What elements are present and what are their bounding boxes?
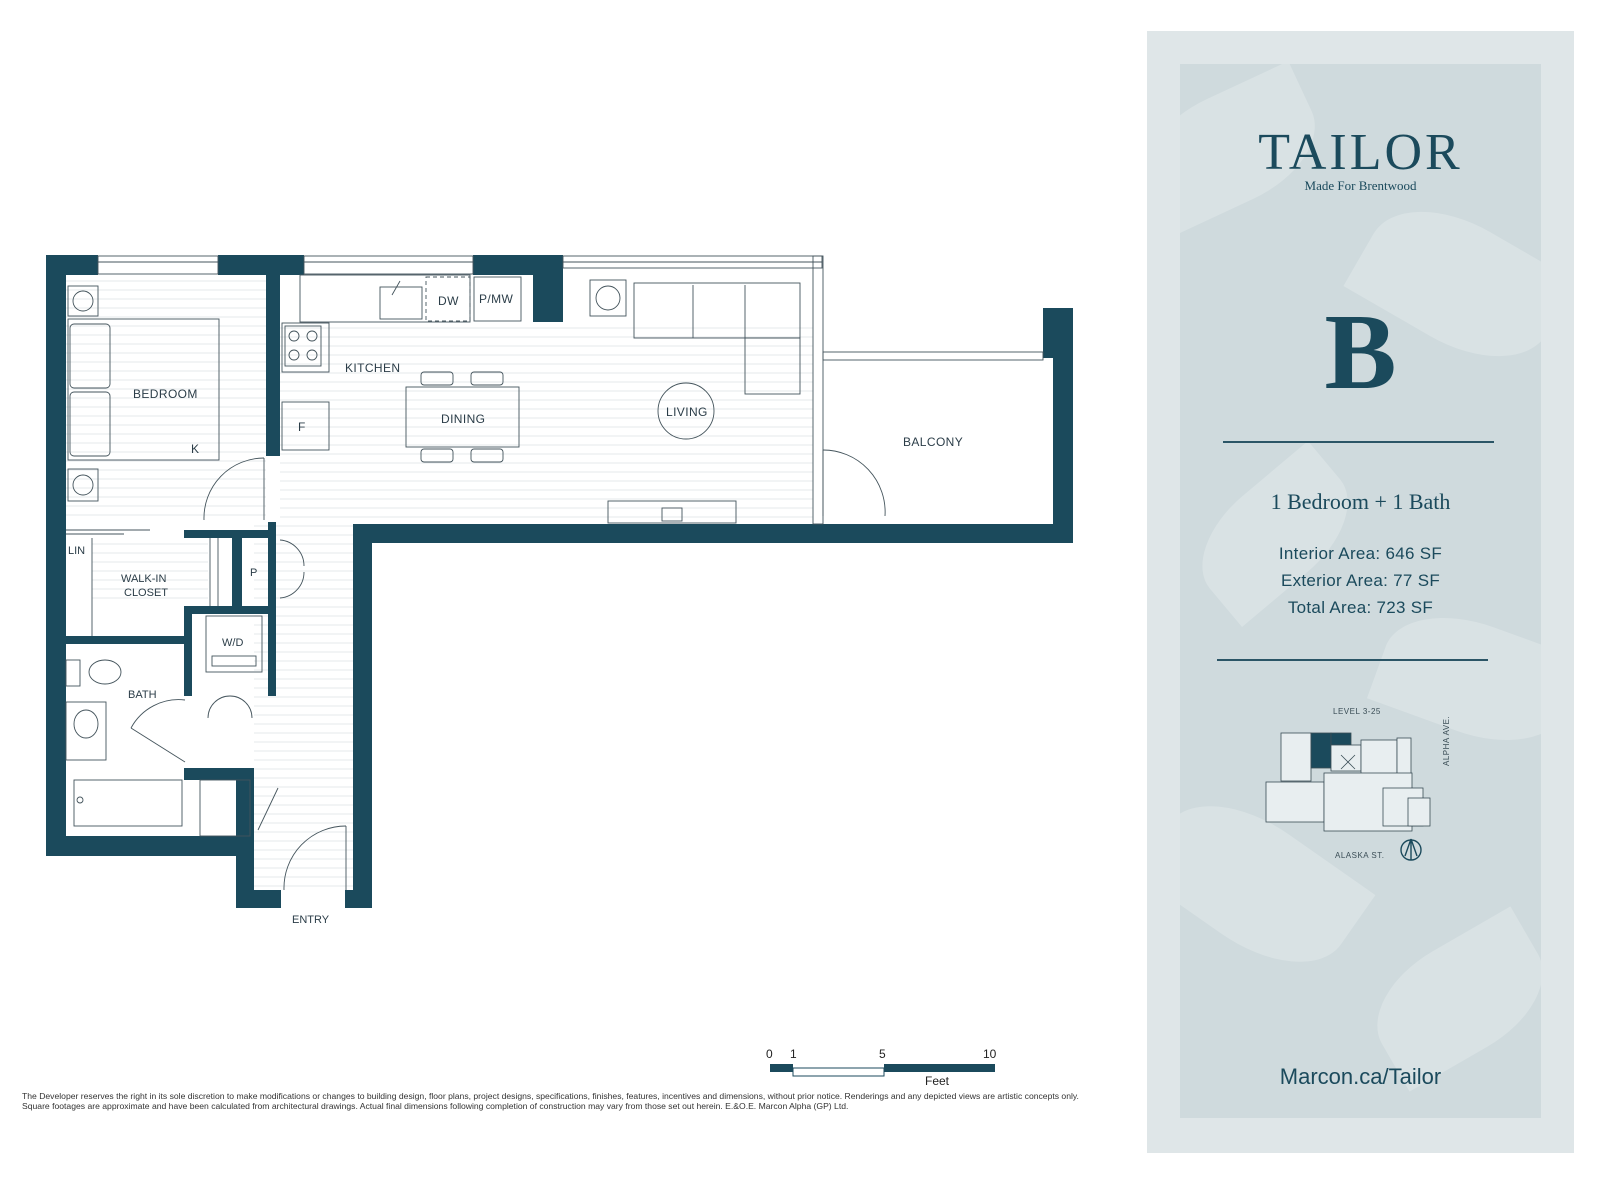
label-balcony: BALCONY [903, 435, 963, 449]
scale-bar [770, 1064, 995, 1077]
label-pantry: P [250, 567, 257, 579]
bedroom-furniture [67, 285, 220, 502]
wall-bedroom-kitchen [266, 275, 280, 456]
coffee-table [657, 382, 715, 440]
living-furniture [589, 279, 801, 524]
label-living: LIVING [666, 405, 708, 419]
label-bedroom: BEDROOM [133, 387, 198, 401]
key-plan [1265, 732, 1431, 832]
street-east: ALPHA AVE. [1442, 715, 1451, 766]
bed [67, 318, 220, 461]
wall-west [46, 255, 66, 855]
website-link[interactable]: Marcon.ca/Tailor [1279, 1064, 1442, 1089]
dining-furniture [405, 371, 520, 463]
unit-type: 1 Bedroom + 1 Bath [1270, 489, 1451, 514]
keyplan-level: LEVEL 3-25 [1333, 707, 1381, 716]
wall-north-a [46, 255, 98, 275]
wall-entry-west [236, 770, 254, 908]
label-dining: DINING [441, 412, 485, 426]
fridge [281, 401, 330, 451]
floor-hatching [66, 280, 813, 887]
brand-tagline: Made For Brentwood [1304, 178, 1417, 193]
divider-top [1223, 441, 1494, 443]
room-labels: BEDROOM K KITCHEN DW P/MW F DINING LIVIN… [68, 292, 963, 926]
wall-bath-top [66, 636, 186, 644]
wall-north-b [218, 255, 304, 275]
floor-plan: BEDROOM K KITCHEN DW P/MW F DINING LIVIN… [46, 255, 1073, 1077]
doors [130, 449, 886, 891]
wall-balcony-corner [1043, 308, 1073, 358]
wall-wd-left [184, 606, 192, 696]
wall-wd-right [268, 606, 276, 696]
wall-closet-top [184, 530, 276, 538]
scale-tick-10: 10 [983, 1047, 997, 1061]
brand-title: TAILOR [1258, 124, 1463, 181]
bathtub [73, 779, 183, 827]
media-unit [607, 500, 737, 524]
label-pmw: P/MW [479, 292, 514, 306]
vanity [65, 701, 107, 761]
panel-leaf-background [1180, 64, 1541, 1118]
wall-corridor-east [353, 524, 372, 908]
exterior-area: Exterior Area: 77 SF [1280, 571, 1441, 590]
divider-bottom [1217, 659, 1488, 661]
scale-tick-0: 0 [766, 1047, 773, 1061]
microwave [473, 276, 522, 322]
dishwasher [425, 276, 471, 322]
label-entry: ENTRY [292, 914, 330, 926]
interior-area: Interior Area: 646 SF [1278, 544, 1443, 563]
walls [46, 255, 1073, 908]
total-area: Total Area: 723 SF [1287, 598, 1434, 617]
label-bath: BATH [128, 689, 157, 701]
wall-wd-top [184, 606, 276, 614]
washer-dryer [205, 615, 263, 673]
scale-tick-1: 1 [790, 1047, 797, 1061]
wall-pantry-left [232, 530, 242, 606]
windows [97, 255, 1044, 525]
label-walkin-1: WALK-IN [121, 573, 166, 585]
wall-pantry-right [268, 522, 276, 606]
scale-tick-5: 5 [879, 1047, 886, 1061]
toilet [88, 659, 122, 685]
wall-south-bath [46, 836, 251, 856]
disclaimer: The Developer reserves the right in its … [22, 1091, 1079, 1111]
service-rooms [65, 529, 263, 827]
sofa [633, 282, 801, 339]
label-wd: W/D [222, 637, 243, 649]
wall-entry-se [345, 890, 372, 908]
label-king: K [191, 442, 199, 456]
wall-entry-sw [236, 890, 281, 908]
label-linen: LIN [68, 545, 85, 557]
label-fridge: F [298, 420, 306, 434]
dining-table [405, 386, 520, 448]
sink [379, 286, 423, 320]
unit-letter: B [1324, 293, 1397, 412]
wall-south-living [353, 524, 1073, 543]
info-panel: TAILOR Made For Brentwood B 1 Bedroom + … [1147, 31, 1574, 1153]
wall-balcony-east [1053, 308, 1073, 543]
label-dw: DW [438, 294, 459, 308]
cooktop [284, 325, 322, 367]
street-south: ALASKA ST. [1335, 851, 1385, 860]
wall-bath-door [184, 768, 254, 780]
kitchen-fixtures [281, 274, 522, 451]
north-arrow-icon [1400, 838, 1422, 861]
label-kitchen: KITCHEN [345, 361, 400, 375]
scale-unit: Feet [925, 1074, 950, 1088]
label-walkin-2: CLOSET [124, 587, 168, 599]
wall-column [533, 255, 563, 322]
